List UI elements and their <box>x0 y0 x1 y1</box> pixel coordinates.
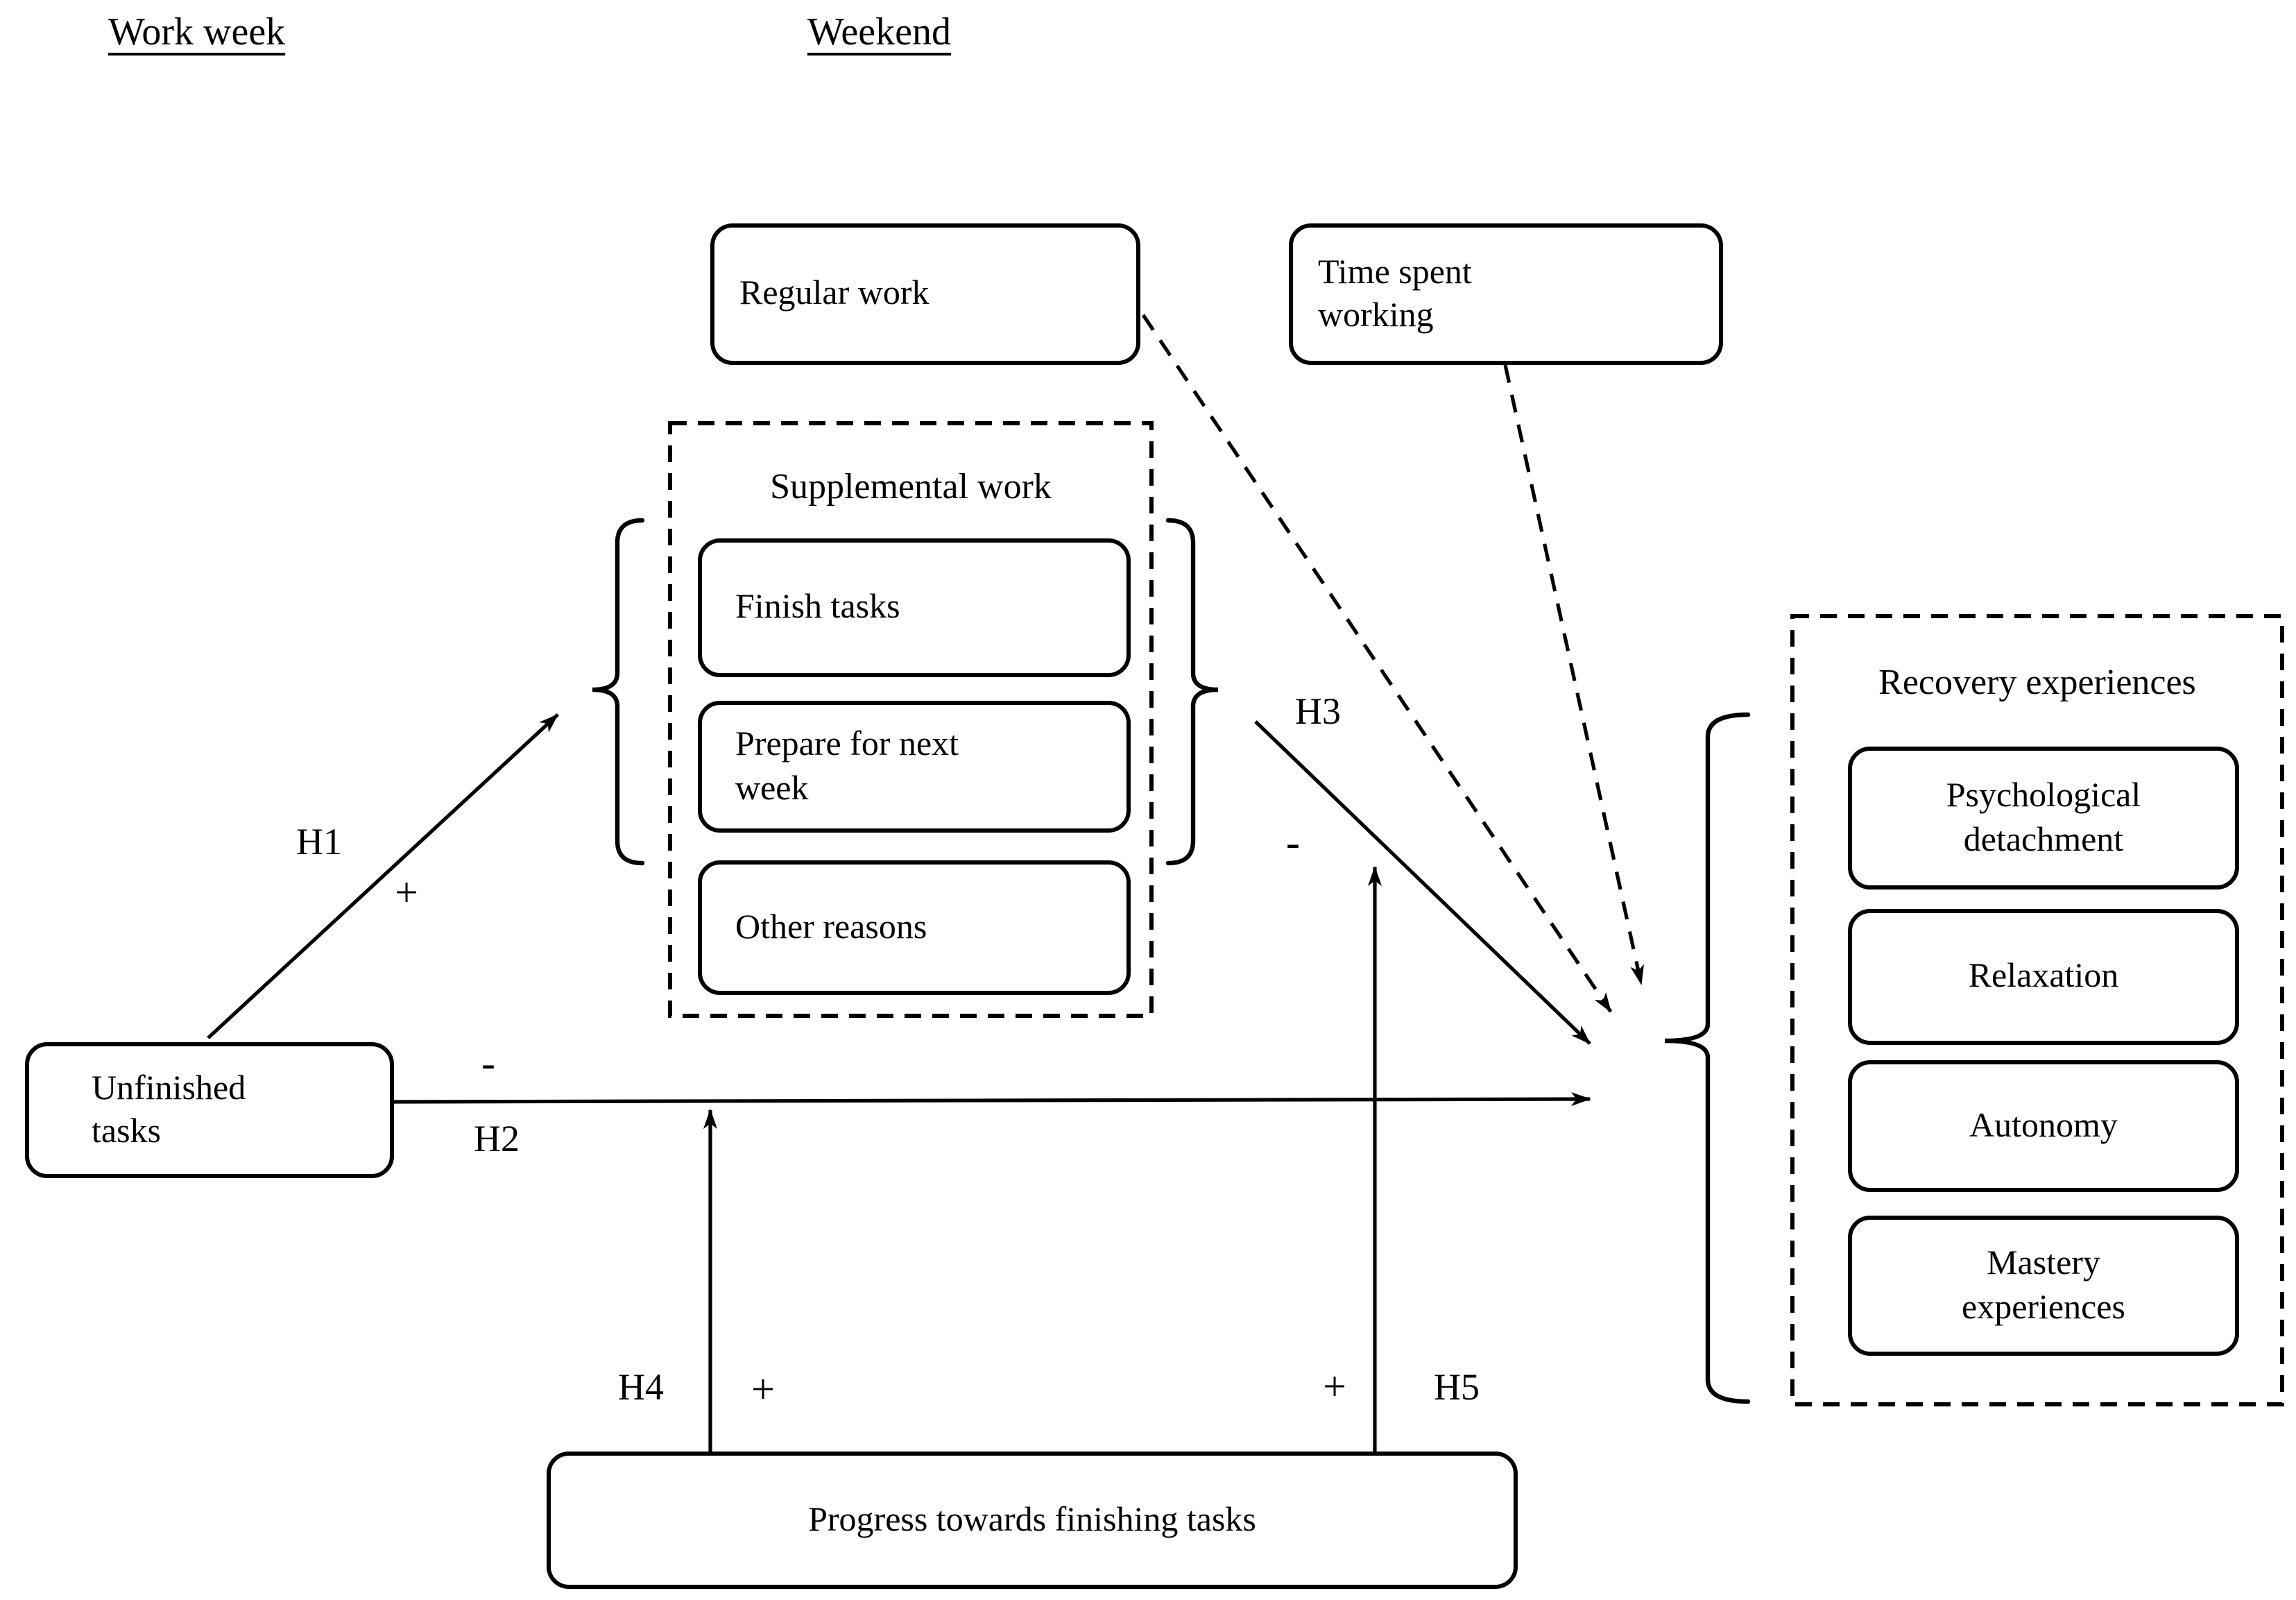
node-finish-tasks: Finish tasks <box>698 538 1131 677</box>
regular-work-control-arrow <box>1141 314 1613 1013</box>
node-relaxation: Relaxation <box>1848 909 2239 1045</box>
node-unfinished-tasks: Unfinished tasks <box>25 1042 394 1178</box>
h3-label: H3 <box>1295 690 1341 732</box>
h1-sign: + <box>395 870 418 916</box>
h3-sign: - <box>1286 820 1300 866</box>
h4-label: H4 <box>618 1366 664 1408</box>
weekend-header: Weekend <box>807 11 951 54</box>
unfinished-tasks-label: Unfinished tasks <box>92 1069 246 1150</box>
psychological-detachment-label: Psychological detachment <box>1946 777 2141 858</box>
h2-label: H2 <box>474 1118 520 1159</box>
relaxation-label: Relaxation <box>1968 958 2119 996</box>
recovery-experiences-group-title: Recovery experiences <box>1878 662 2196 702</box>
node-autonomy: Autonomy <box>1848 1060 2239 1192</box>
mastery-experiences-label: Mastery experiences <box>1962 1245 2125 1326</box>
h3-arrow <box>1254 720 1591 1045</box>
h2-arrow <box>393 1092 1591 1107</box>
node-time-spent-working: Time spent working <box>1289 223 1723 365</box>
recovery-brace <box>1664 712 1751 1404</box>
regular-work-label: Regular work <box>739 275 929 313</box>
work-week-header: Work week <box>108 11 286 54</box>
time-spent-working-label: Time spent working <box>1318 253 1472 334</box>
progress-label: Progress towards finishing tasks <box>808 1501 1256 1539</box>
finish-tasks-label: Finish tasks <box>735 588 900 627</box>
h5-sign: + <box>1323 1364 1346 1410</box>
supplemental-right-brace <box>1165 518 1219 866</box>
h4-sign: + <box>751 1367 775 1413</box>
node-psychological-detachment: Psychological detachment <box>1848 747 2239 890</box>
autonomy-label: Autonomy <box>1969 1107 2118 1145</box>
h5-label: H5 <box>1434 1366 1480 1408</box>
node-mastery-experiences: Mastery experiences <box>1848 1216 2239 1356</box>
time-spent-control-arrow <box>1503 364 1644 985</box>
node-progress: Progress towards finishing tasks <box>547 1452 1518 1589</box>
node-other-reasons: Other reasons <box>698 860 1131 995</box>
supplemental-work-group-border <box>668 421 1154 1018</box>
supplemental-left-brace <box>592 518 645 866</box>
prepare-for-next-week-label: Prepare for next week <box>735 726 959 807</box>
h1-arrow <box>207 713 559 1039</box>
h2-sign: - <box>481 1041 495 1087</box>
other-reasons-label: Other reasons <box>735 908 927 946</box>
h1-label: H1 <box>296 821 342 862</box>
node-prepare-for-next-week: Prepare for next week <box>698 701 1131 833</box>
supplemental-work-group-title: Supplemental work <box>770 466 1052 507</box>
node-regular-work: Regular work <box>710 223 1140 365</box>
